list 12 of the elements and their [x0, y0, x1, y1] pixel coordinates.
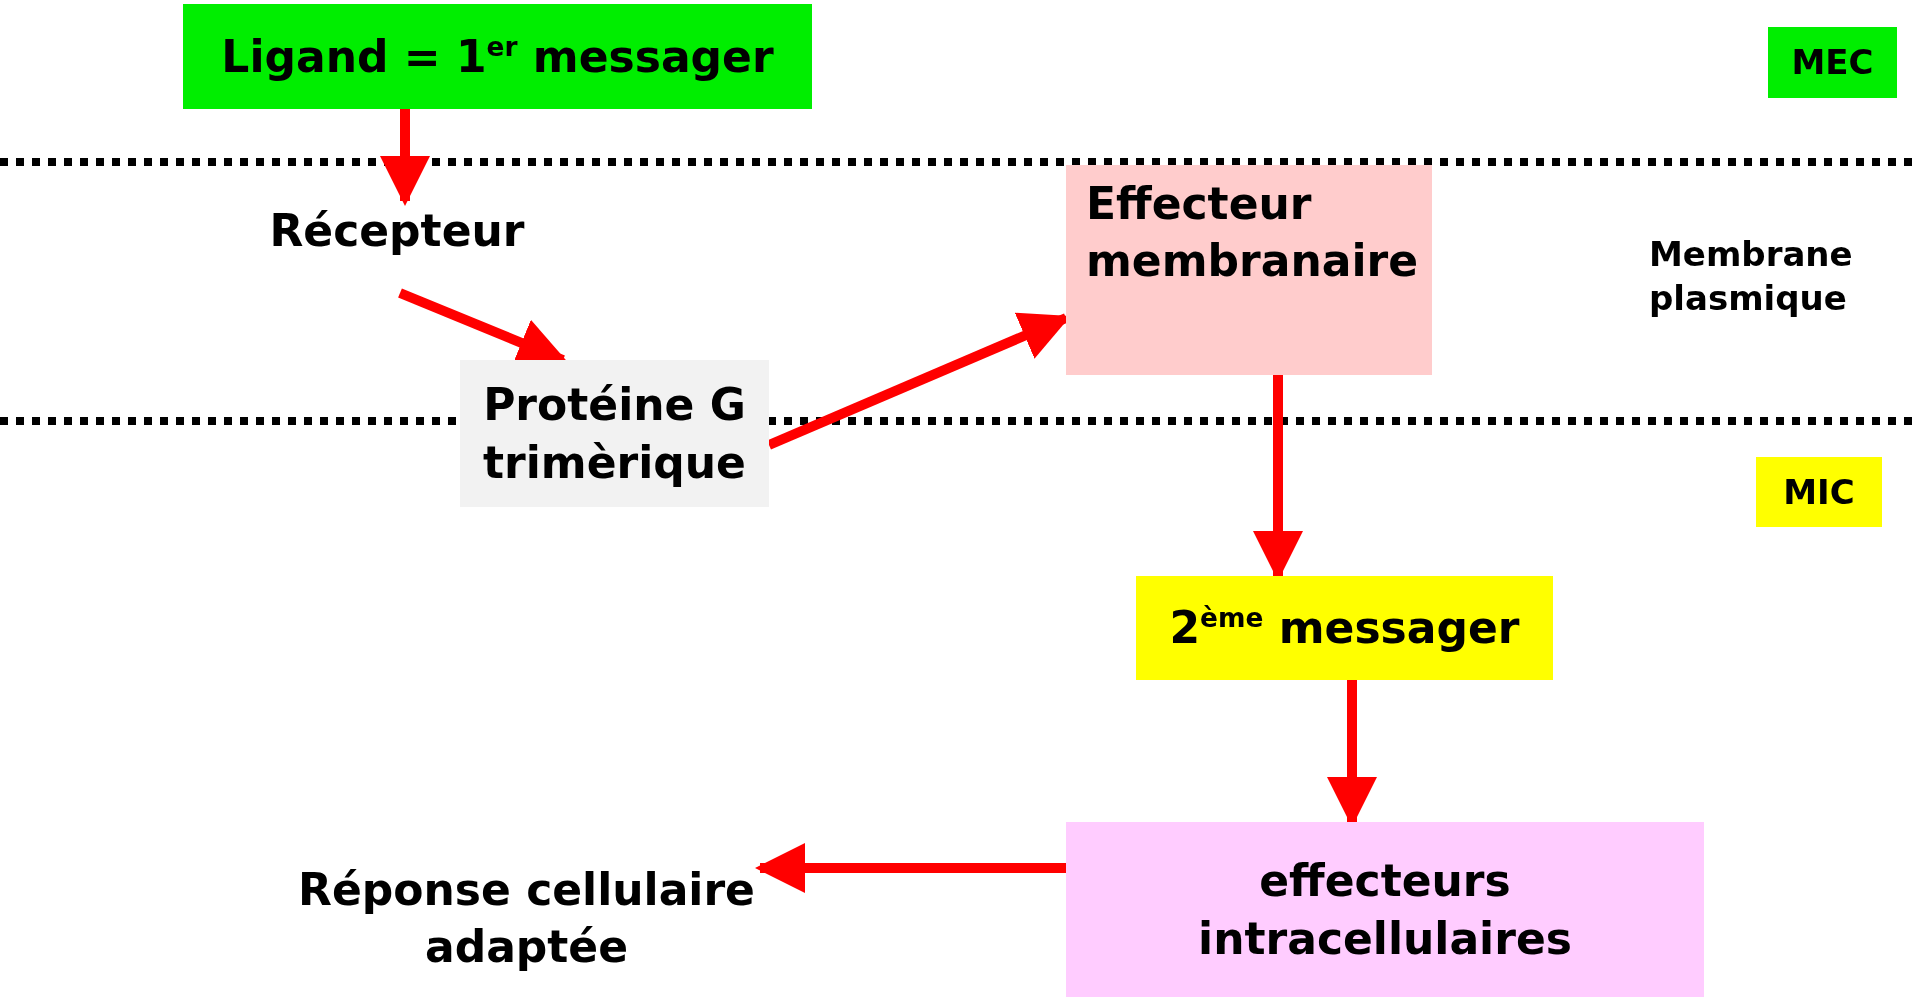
process-box: Protéine G trimèrique [460, 360, 769, 507]
messenger-box: 2$^{ème}$ messager [1136, 576, 1553, 680]
process-box: Effecteur membranaire [1066, 165, 1432, 375]
process-box: effecteurs intracellulaires [1066, 822, 1704, 997]
node-label: Réponse cellulaire adaptée [293, 843, 760, 993]
arrow [380, 109, 430, 206]
region-tag: MEC [1768, 27, 1897, 98]
region-tag: MIC [1756, 457, 1882, 527]
region-label: Membrane plasmique [1649, 233, 1854, 321]
node-label: Récepteur [266, 201, 528, 261]
arrow [755, 843, 1066, 893]
messenger-box: Ligand = 1$^{er}$ messager [183, 4, 812, 109]
